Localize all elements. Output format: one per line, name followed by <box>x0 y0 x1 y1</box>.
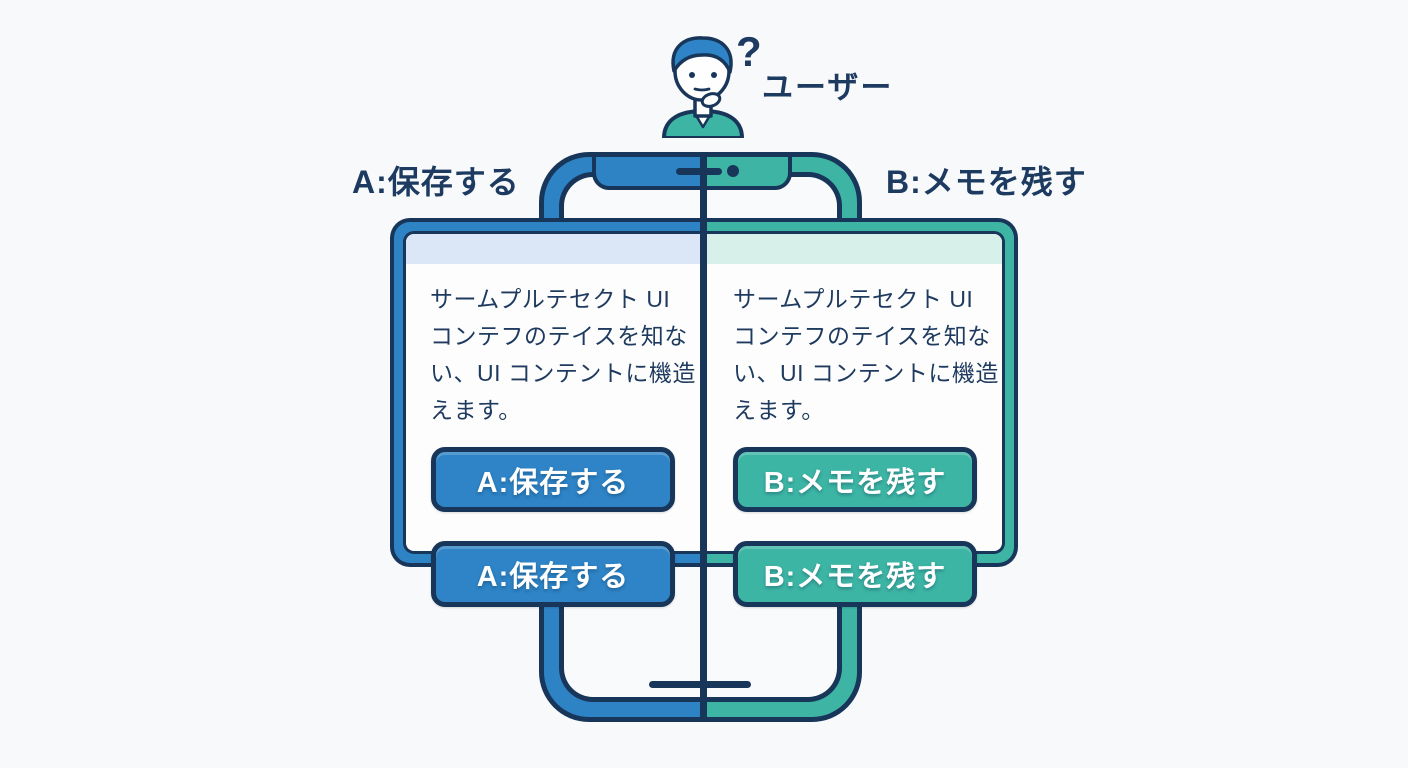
user-label: ユーザー <box>762 70 894 105</box>
panel-a-body-line: コンテフのテイスを知な <box>430 323 688 349</box>
question-mark-icon: ? <box>736 28 762 75</box>
option-a-label: A:保存する <box>352 164 520 200</box>
panel-b-body-line: サームプルテセクト UI <box>733 286 974 312</box>
panel-b-body-line: えます。 <box>733 397 825 423</box>
panel-b-body-text: サームプルテセクト UI コンテフのテイスを知な い、UI コンテントに機造 え… <box>733 281 1003 429</box>
panel-b-body-line: い、UI コンテントに機造 <box>733 360 999 386</box>
option-b-label: B:メモを残す <box>886 164 1087 200</box>
thinking-person-svg <box>662 36 744 140</box>
center-divider-line <box>700 152 707 722</box>
camera-dot-icon <box>727 165 739 177</box>
thinking-person-icon <box>648 26 758 140</box>
panel-b-body-line: コンテフのテイスを知な <box>733 323 991 349</box>
button-a-primary[interactable]: A:保存する <box>431 447 675 512</box>
button-b-secondary[interactable]: B:メモを残す <box>733 541 977 607</box>
speaker-line-icon <box>676 168 722 175</box>
panel-a-body-line: えます。 <box>430 397 522 423</box>
button-a-secondary[interactable]: A:保存する <box>431 541 675 607</box>
panel-a-body-line: サームプルテセクト UI <box>430 286 671 312</box>
panel-a-body-text: サームプルテセクト UI コンテフのテイスを知な い、UI コンテントに機造 え… <box>430 281 700 429</box>
button-b-primary[interactable]: B:メモを残す <box>733 447 977 512</box>
panel-a-body-line: い、UI コンテントに機造 <box>430 360 696 386</box>
